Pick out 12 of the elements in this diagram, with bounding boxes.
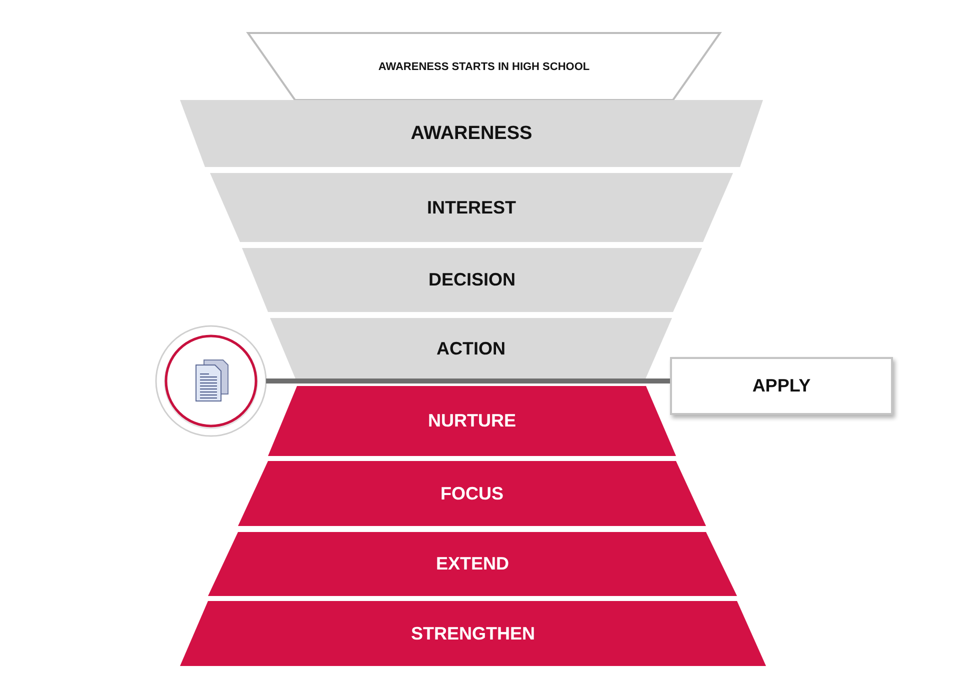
stage-label: EXTEND bbox=[436, 554, 509, 574]
stage-label: AWARENESS STARTS IN HIGH SCHOOL bbox=[378, 60, 590, 72]
stage-label: ACTION bbox=[436, 338, 506, 360]
step-box bbox=[670, 357, 893, 415]
stage-label: DECISION bbox=[428, 270, 516, 290]
stage-label: INTEREST bbox=[426, 197, 516, 218]
stage-label: APPLY bbox=[752, 376, 811, 396]
stage-label: NURTURE bbox=[428, 410, 516, 432]
connector-line bbox=[266, 378, 670, 384]
stage-label: STRENGTHEN bbox=[410, 623, 535, 644]
stage-label: AWARENESS bbox=[410, 122, 532, 144]
stage-label: FOCUS bbox=[440, 483, 504, 504]
